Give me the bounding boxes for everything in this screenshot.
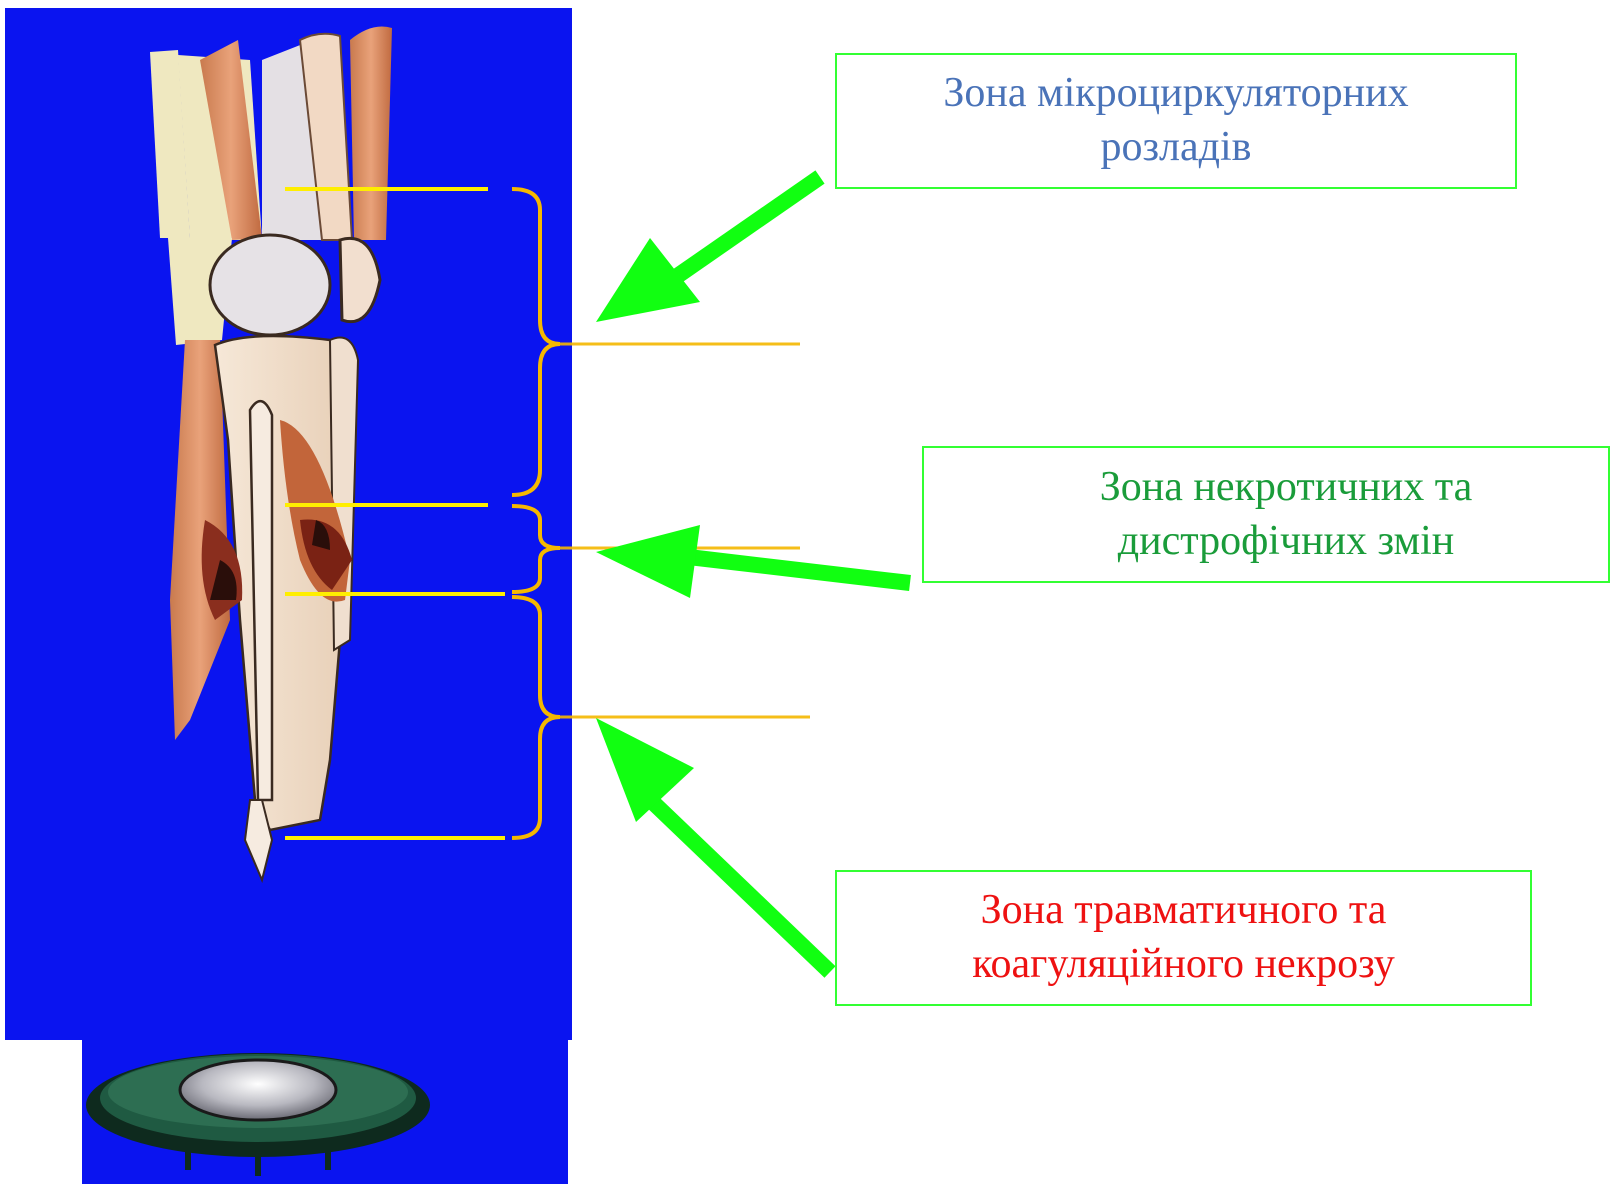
arrow-necrotic	[596, 525, 910, 598]
upper-limb-segment	[150, 27, 392, 241]
arrow-trauma	[596, 718, 830, 972]
zone-label-necrotic-dystrophic-text: Зона некротичних та дистрофічних змін	[1060, 461, 1473, 569]
zone-label-traumatic-necrosis: Зона травматичного та коагуляційного нек…	[835, 870, 1532, 1006]
arrow-micro	[596, 177, 820, 322]
zone-label-traumatic-necrosis-text: Зона травматичного та коагуляційного нек…	[972, 884, 1395, 992]
zone-label-microcirculatory: Зона мікроциркуляторних розладів	[835, 53, 1517, 189]
pointer-arrows	[596, 177, 910, 972]
zone-label-necrotic-dystrophic: Зона некротичних та дистрофічних змін	[922, 446, 1610, 583]
zone-label-microcirculatory-text: Зона мікроциркуляторних розладів	[943, 67, 1408, 175]
